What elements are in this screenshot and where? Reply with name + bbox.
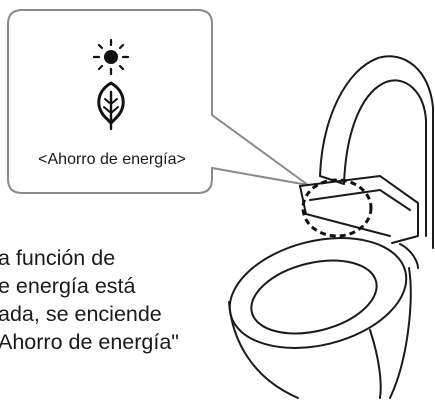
toilet-lid	[319, 55, 434, 249]
highlight-circle	[301, 178, 373, 238]
description-line: ada, se enciende	[0, 302, 162, 326]
description-line: a función de	[0, 246, 116, 270]
energy-saving-label: <Ahorro de energía>	[38, 151, 186, 168]
toilet-bowl-body	[228, 301, 299, 399]
callout-box	[7, 9, 309, 194]
sun-icon	[92, 38, 130, 76]
leaf-icon	[97, 81, 125, 131]
description-line: e energía está	[0, 274, 136, 298]
toilet-seat-panel	[299, 175, 419, 244]
description-line: Ahorro de energía"	[0, 330, 179, 354]
description-text: a función de e energía está ada, se enci…	[0, 244, 298, 356]
